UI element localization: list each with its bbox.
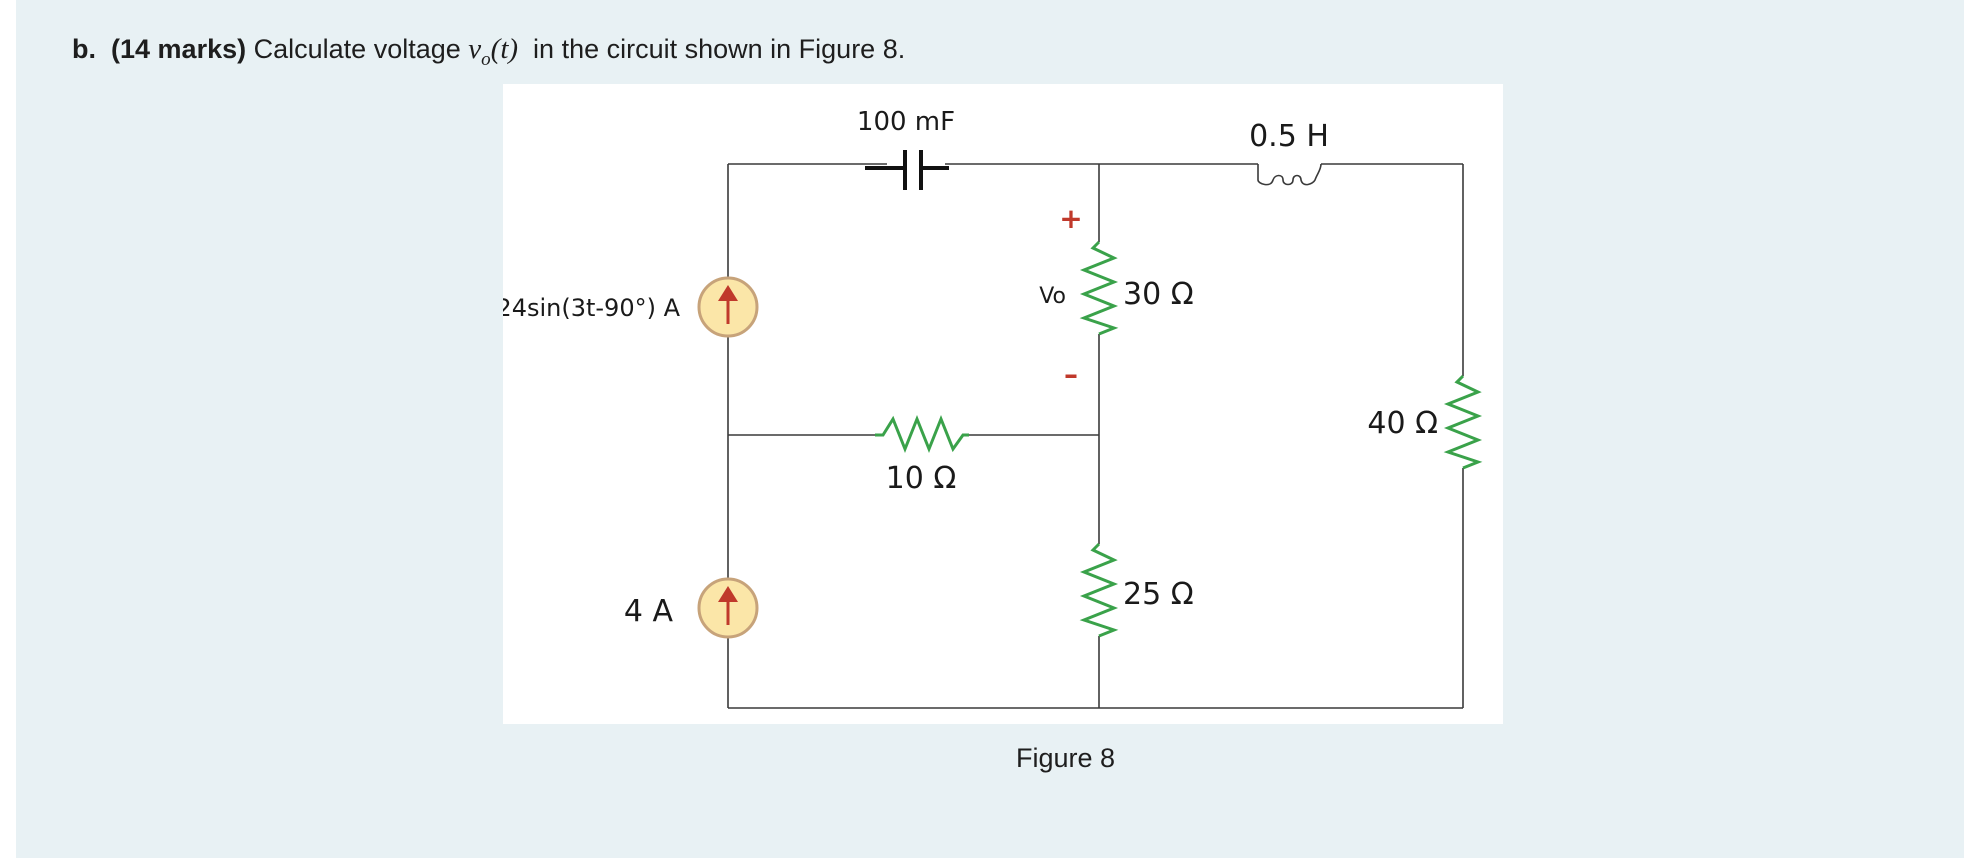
question-part: b. (72, 34, 96, 64)
resistor-10-ohm (875, 414, 969, 454)
question-text: b. (14 marks) Calculate voltage vo(t) in… (72, 33, 905, 71)
current-source-2 (697, 577, 759, 639)
capacitor-symbol (865, 150, 949, 190)
resistor-25-ohm (1079, 542, 1119, 638)
resistor-40-ohm (1443, 374, 1483, 470)
source-2-label: 4 A (624, 594, 674, 629)
question-text-after: in the circuit shown in Figure 8. (533, 34, 906, 64)
vo-plus-sign: + (1059, 202, 1082, 235)
resistor-25-label: 25 Ω (1123, 577, 1194, 612)
inductor-symbol (1257, 163, 1322, 186)
resistor-40-label: 40 Ω (1367, 406, 1438, 441)
circuit-diagram: 100 mF 0.5 H 24sin(3t-90°) A 4 A 30 Ω (503, 107, 1483, 709)
inductor-label: 0.5 H (1249, 119, 1329, 154)
question-panel: b. (14 marks) Calculate voltage vo(t) in… (16, 0, 1964, 858)
figure-caption: Figure 8 (1016, 743, 1116, 773)
resistor-10-label: 10 Ω (886, 461, 957, 496)
resistor-30-label: 30 Ω (1123, 277, 1194, 312)
vo-minus-sign: – (1064, 358, 1078, 391)
capacitor-label: 100 mF (857, 107, 955, 137)
source-1-label: 24sin(3t-90°) A (503, 294, 681, 322)
question-text-before: Calculate voltage (253, 34, 461, 64)
vo-label: Vo (1039, 284, 1066, 309)
circuit-figure: 100 mF 0.5 H 24sin(3t-90°) A 4 A 30 Ω (503, 84, 1503, 724)
resistor-30-ohm (1079, 240, 1119, 336)
current-source-1 (697, 276, 759, 338)
question-marks: (14 marks) (111, 34, 247, 64)
wires (727, 163, 1464, 709)
output-voltage-symbol: vo(t) (468, 33, 519, 70)
